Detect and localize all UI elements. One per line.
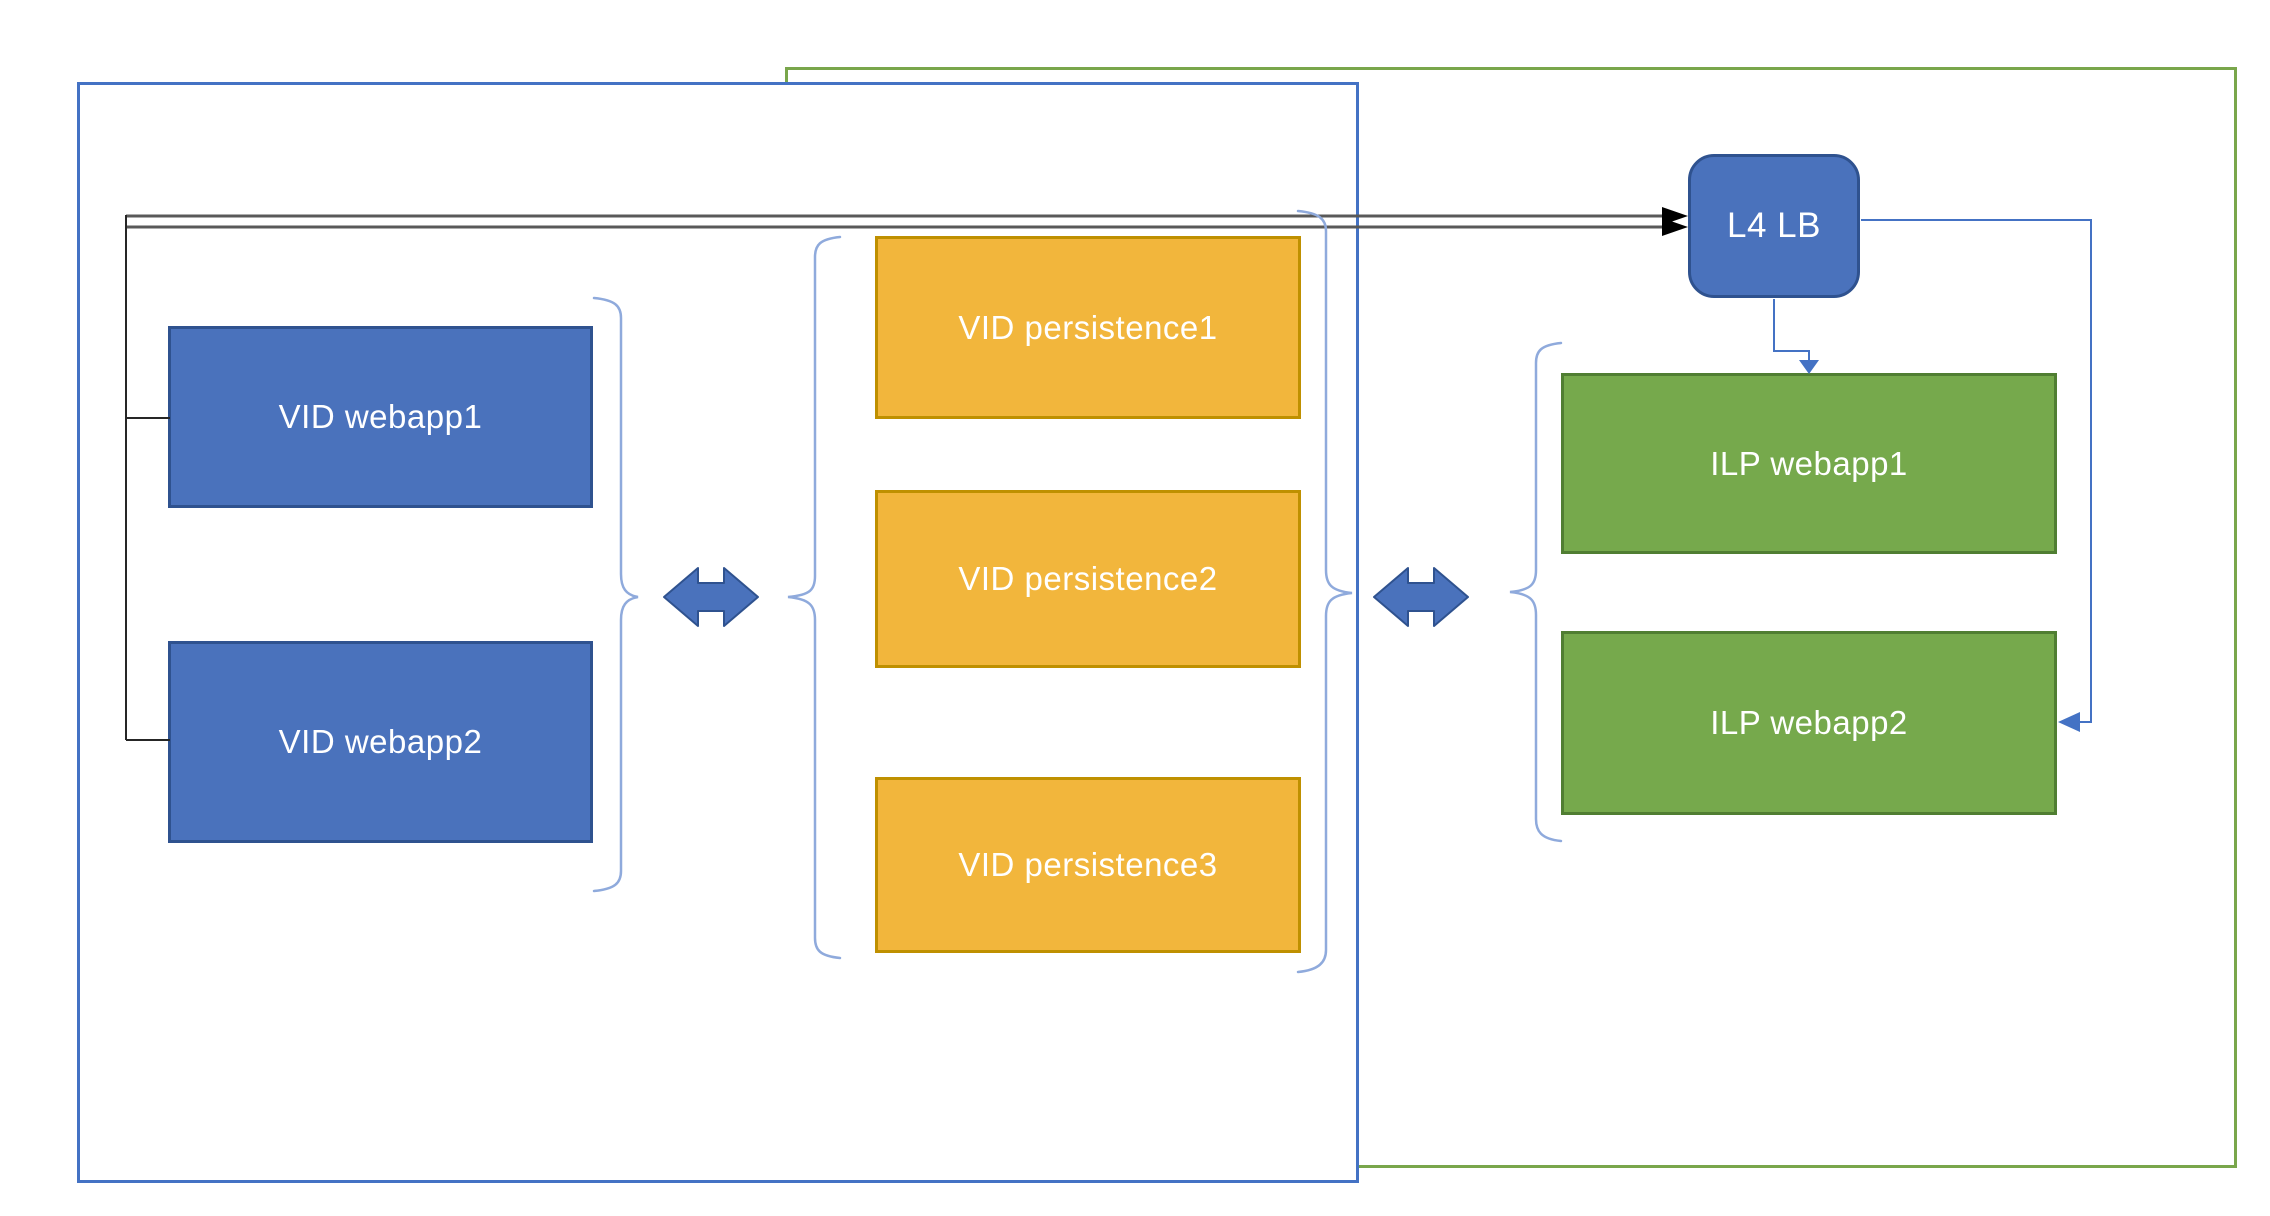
node-vid-persistence1-label: VID persistence1: [958, 308, 1218, 346]
node-ilp-webapp2-label: ILP webapp2: [1710, 704, 1908, 741]
node-vid-persistence3-label: VID persistence3: [958, 846, 1218, 883]
node-vid-persistence2-label: VID persistence2: [958, 560, 1218, 597]
node-l4-load-balancer: L4 LB: [1688, 154, 1860, 298]
node-l4-load-balancer-label: L4 LB: [1727, 206, 1821, 245]
node-ilp-webapp1: ILP webapp1: [1561, 373, 2057, 554]
node-vid-webapp1: VID webapp1: [168, 326, 593, 508]
node-vid-webapp2-label: VID webapp2: [278, 723, 483, 760]
node-vid-persistence2: VID persistence2: [875, 490, 1301, 668]
node-vid-persistence1: VID persistence1: [875, 236, 1301, 419]
node-ilp-webapp1-label: ILP webapp1: [1710, 444, 1908, 482]
node-vid-persistence3: VID persistence3: [875, 777, 1301, 953]
node-vid-webapp2: VID webapp2: [168, 641, 593, 843]
node-vid-webapp1-label: VID webapp1: [278, 398, 483, 435]
node-ilp-webapp2: ILP webapp2: [1561, 631, 2057, 815]
